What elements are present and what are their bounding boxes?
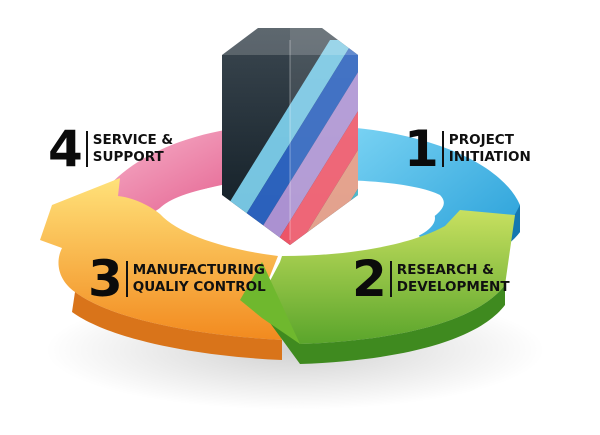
step-4-line-2: SUPPORT (92, 149, 164, 165)
step-3-label: 3 MANUFACTURING QUALIY CONTROL (88, 254, 266, 304)
step-4-label: 4 SERVICE & SUPPORT (48, 124, 173, 174)
segment-4-arrow (95, 126, 262, 215)
shield-emblem (222, 28, 358, 245)
step-1-number: 1 (404, 120, 439, 178)
step-3-number: 3 (88, 250, 123, 308)
step-1-line-2: INITIATION (448, 149, 531, 165)
emblem-stripe (224, 40, 358, 245)
segment-3-side (72, 292, 282, 360)
emblem-stripe (222, 40, 354, 245)
segment-2-arrow (262, 210, 515, 344)
emblem-stripe (272, 40, 358, 245)
step-2-label: 2 RESEARCH & DEVELOPMENT (352, 254, 510, 304)
emblem-stripe (248, 40, 358, 245)
step-3-line-1: MANUFACTURING (132, 262, 265, 278)
segment-2-arrowhead (240, 262, 300, 344)
step-2-line-1: RESEARCH & (396, 262, 494, 278)
step-1-line-1: PROJECT (448, 132, 514, 148)
step-4-line-1: SERVICE & (92, 132, 174, 148)
emblem-stripe (296, 40, 358, 245)
segment-3-arrow (40, 178, 282, 340)
segment-2-side (262, 285, 505, 364)
step-3-line-2: QUALIY CONTROL (132, 279, 266, 295)
step-4-number: 4 (48, 120, 83, 178)
step-1-label: 1 PROJECT INITIATION (404, 124, 531, 174)
step-2-number: 2 (352, 250, 387, 308)
step-2-line-2: DEVELOPMENT (396, 279, 510, 295)
